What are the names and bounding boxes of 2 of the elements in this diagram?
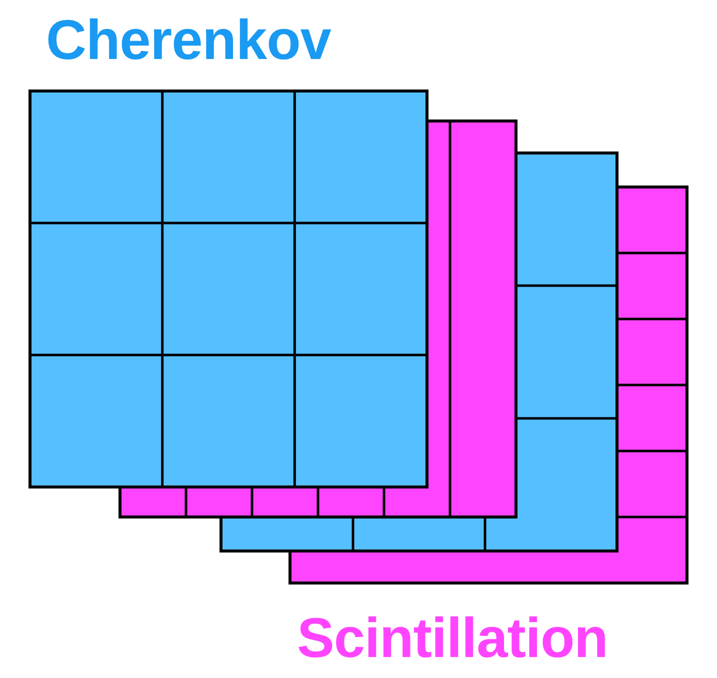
layer-label: Scintillation bbox=[297, 610, 608, 666]
layer-label: Cherenkov bbox=[46, 12, 331, 68]
